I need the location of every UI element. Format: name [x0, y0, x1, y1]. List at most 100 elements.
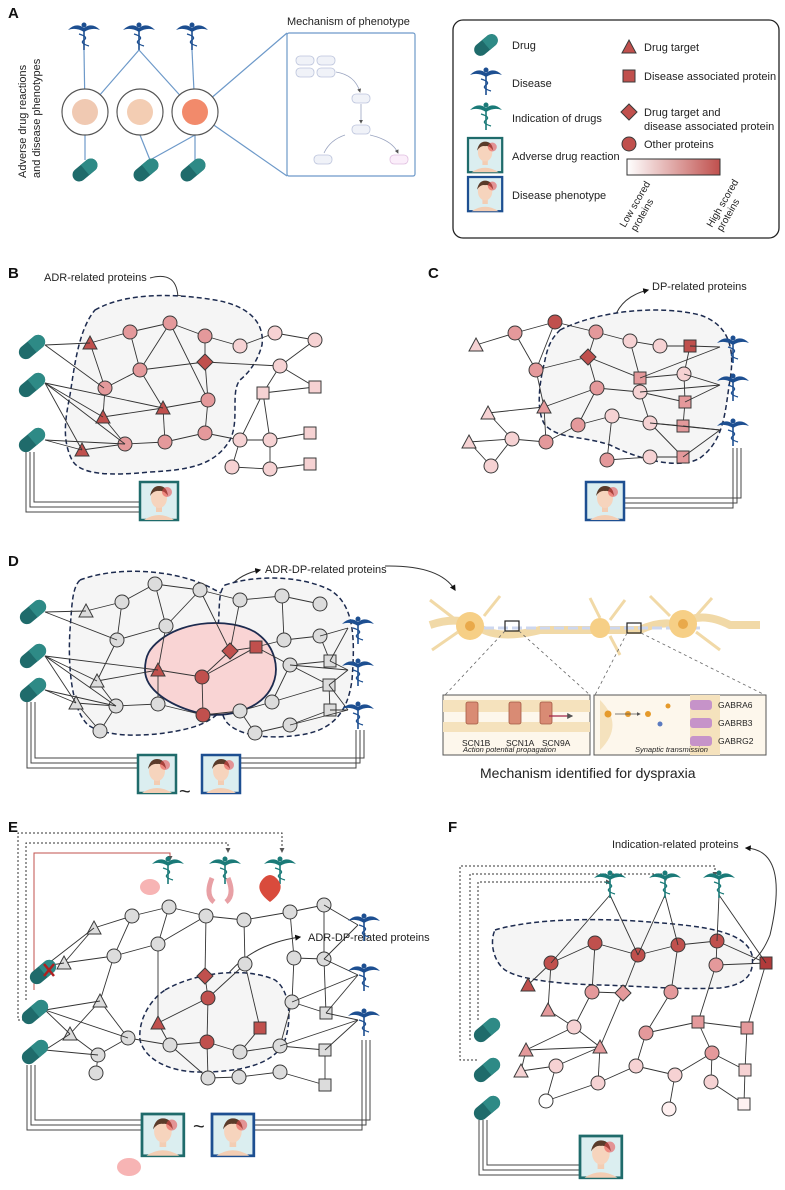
protein-node [538, 1093, 554, 1109]
drug-target-node [540, 1001, 556, 1017]
panel-a-icons [61, 22, 288, 182]
protein-node [132, 362, 148, 378]
legend-label: Disease [512, 78, 552, 90]
network-e [21, 856, 380, 1158]
nausea-face-icon [116, 88, 164, 136]
drug-target-node [150, 1014, 166, 1030]
diamond-icon [620, 103, 638, 121]
protein-node [197, 425, 213, 441]
adr-face-icon [466, 136, 504, 174]
caduceus-teal-icon [594, 870, 626, 898]
caduceus-blue-icon [68, 22, 100, 50]
protein-node [588, 324, 604, 340]
protein-node [197, 328, 213, 344]
protein-node [157, 434, 173, 450]
caduceus-teal-icon [470, 102, 502, 130]
protein-node [267, 325, 283, 341]
neuron-illustration [428, 594, 766, 696]
protein-node [587, 935, 603, 951]
disease-protein-node [249, 640, 263, 654]
drug-target-node [592, 1038, 608, 1054]
caduceus-teal-icon [703, 870, 735, 898]
protein-node [507, 325, 523, 341]
protein-node [106, 948, 122, 964]
protein-node [224, 459, 240, 475]
panel-letter-e: E [8, 819, 18, 836]
pill-icon [19, 677, 47, 703]
drug-target-node [468, 336, 484, 352]
caduceus-blue-icon [348, 1008, 380, 1036]
protein-node [538, 434, 554, 450]
protein-node [566, 1019, 582, 1035]
legend-label: Drug target and [644, 107, 720, 119]
protein-node [584, 984, 600, 1000]
protein-node [124, 908, 140, 924]
protein-node [162, 315, 178, 331]
drug-target-node [82, 334, 98, 350]
target-disease-node [614, 984, 632, 1002]
gene-label-sodium: SCN9A [542, 738, 571, 748]
legend-label: disease associated protein [644, 121, 774, 133]
caduceus-blue-icon [717, 373, 749, 401]
protein-node [232, 1044, 248, 1060]
protein-node [652, 338, 668, 354]
protein-node [147, 576, 163, 592]
pill-icon [473, 1017, 501, 1043]
pill-icon [19, 643, 47, 669]
gene-label-sodium: SCN1A [506, 738, 535, 748]
pill-icon [133, 158, 159, 182]
protein-node [262, 461, 278, 477]
protein-node [312, 596, 328, 612]
legend-label: Disease phenotype [512, 190, 606, 202]
protein-node [663, 984, 679, 1000]
pill-icon [29, 959, 57, 985]
pill-icon [18, 427, 46, 453]
brain-icon [140, 879, 160, 895]
protein-node [264, 694, 280, 710]
lungs-icon [206, 877, 234, 904]
disease-protein-node [738, 1063, 752, 1077]
nodes [68, 576, 337, 741]
protein-node [200, 990, 216, 1006]
protein-node [232, 338, 248, 354]
protein-node [195, 707, 211, 723]
mechanism-title: Mechanism of phenotype [287, 16, 410, 28]
pill-icon [72, 158, 98, 182]
caduceus-teal-icon [209, 856, 241, 884]
target-disease-node [196, 353, 214, 371]
disease-protein-node [303, 457, 317, 471]
drug-target-node [92, 992, 108, 1008]
protein-node [548, 1058, 564, 1074]
adr-face-icon [140, 1112, 186, 1158]
legend-label: Other proteins [644, 139, 714, 151]
disease-protein-node [737, 1097, 751, 1111]
score-gradient-bar [626, 158, 721, 176]
zoom-box-synapse [626, 622, 642, 634]
mechanism-caption: Mechanism identified for dyspraxia [480, 765, 696, 781]
panel-letter-f: F [448, 819, 457, 836]
side-label-line2: and disease phenotypes [31, 58, 43, 178]
protein-node [286, 950, 302, 966]
caption-synaptic: Synaptic transmission [635, 745, 708, 754]
panel-a: A Adverse drug reactions and disease phe… [8, 5, 416, 182]
drug-target-node [56, 954, 72, 970]
protein-node [570, 417, 586, 433]
protein-node [232, 703, 248, 719]
mechanism-flow [295, 55, 409, 165]
protein-node [272, 1064, 288, 1080]
organ-icons-e [117, 875, 281, 1176]
caduceus-blue-icon [348, 963, 380, 991]
legend-label: Disease associated protein [644, 71, 776, 83]
pill-icon [180, 158, 206, 182]
protein-node [92, 723, 108, 739]
panel-letter-c: C [428, 265, 439, 282]
protein-node [199, 1034, 215, 1050]
network-b [18, 315, 323, 522]
protein-node [150, 696, 166, 712]
protein-node [237, 956, 253, 972]
protein-node [88, 1065, 104, 1081]
